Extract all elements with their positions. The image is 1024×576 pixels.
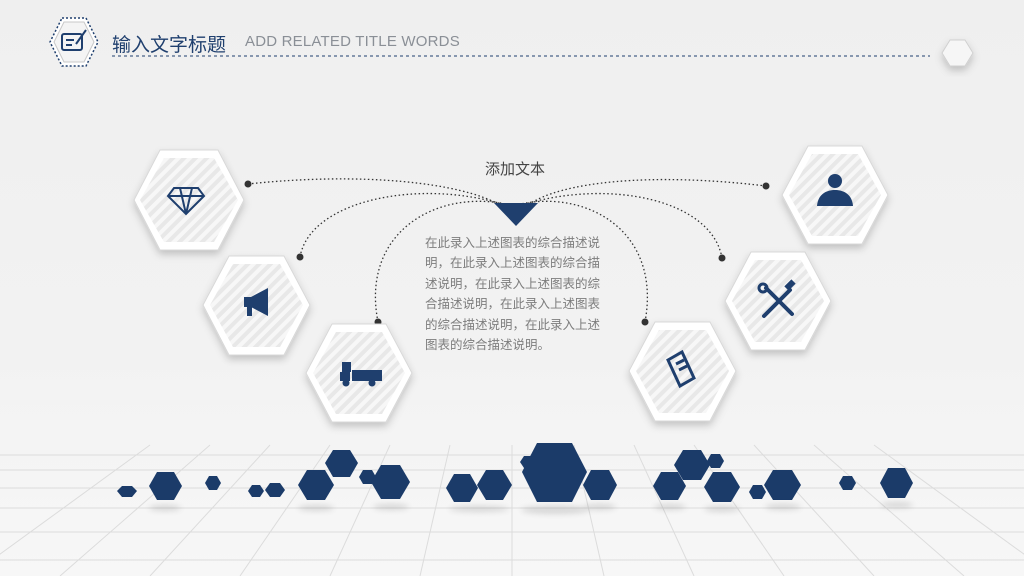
connector-lines <box>247 178 767 323</box>
truck-icon <box>340 362 382 387</box>
hexagon-card-document <box>628 321 737 422</box>
tools-icon <box>757 279 796 318</box>
page-subtitle: ADD RELATED TITLE WORDS <box>245 33 460 50</box>
floor-grid <box>0 444 1024 576</box>
document-icon <box>666 349 696 389</box>
header-corner-hexagon <box>941 39 974 67</box>
logo-badge <box>49 17 99 67</box>
edit-note-icon <box>61 29 87 51</box>
decorative-hexagons <box>117 443 913 502</box>
center-heading: 添加文本 <box>484 160 545 178</box>
megaphone-icon <box>244 288 268 316</box>
person-icon <box>817 174 853 206</box>
center-body-text: 在此录入上述图表的综合描述说明，在此录入上述图表的综合描述说明，在此录入上述图表… <box>425 235 601 353</box>
diamond-icon <box>166 187 206 216</box>
center-pointer-triangle <box>494 203 538 226</box>
page-title: 输入文字标题 <box>112 34 227 56</box>
hexagon-floor-shadows <box>149 502 913 514</box>
